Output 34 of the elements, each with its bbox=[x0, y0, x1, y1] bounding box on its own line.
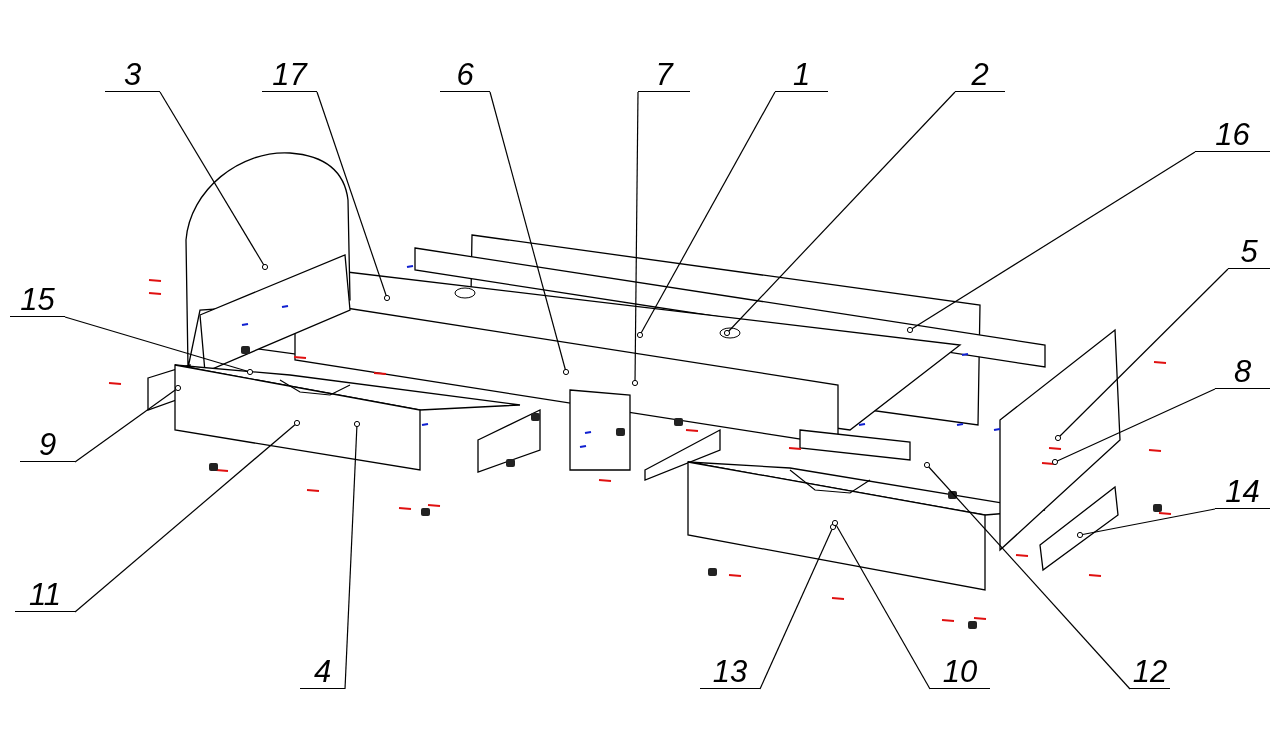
callout-number: 3 bbox=[105, 58, 160, 92]
leader-line bbox=[1076, 508, 1216, 539]
leader-line bbox=[631, 91, 639, 387]
leader-line bbox=[831, 519, 931, 690]
callout-number: 8 bbox=[1215, 355, 1270, 389]
leader-line bbox=[316, 91, 391, 302]
leader-line bbox=[906, 151, 1196, 334]
leader-line bbox=[759, 523, 837, 690]
callout-number: 11 bbox=[15, 578, 75, 612]
callout-number: 13 bbox=[700, 655, 760, 689]
callout-number: 1 bbox=[775, 58, 828, 92]
callout-number: 5 bbox=[1228, 235, 1270, 269]
leader-line bbox=[344, 420, 361, 690]
callout-number: 14 bbox=[1215, 475, 1270, 509]
callout-number: 17 bbox=[262, 58, 317, 92]
callout-number: 16 bbox=[1195, 118, 1270, 152]
leader-line bbox=[723, 91, 956, 337]
leader-line bbox=[74, 419, 301, 613]
leader-line bbox=[923, 461, 1131, 690]
leader-line bbox=[1051, 388, 1216, 466]
leader-line bbox=[159, 91, 269, 271]
callout-number: 4 bbox=[300, 655, 345, 689]
callout-number: 15 bbox=[10, 283, 65, 317]
leader-line bbox=[64, 316, 254, 376]
callout-number: 10 bbox=[930, 655, 990, 689]
leader-line bbox=[74, 384, 182, 463]
callout-number: 2 bbox=[955, 58, 1005, 92]
leader-line bbox=[636, 91, 776, 339]
leader-line bbox=[1054, 268, 1229, 442]
callout-number: 9 bbox=[20, 428, 75, 462]
callout-number: 6 bbox=[440, 58, 490, 92]
leader-line bbox=[489, 91, 570, 376]
callout-number: 7 bbox=[638, 58, 690, 92]
callout-number: 12 bbox=[1130, 655, 1170, 689]
